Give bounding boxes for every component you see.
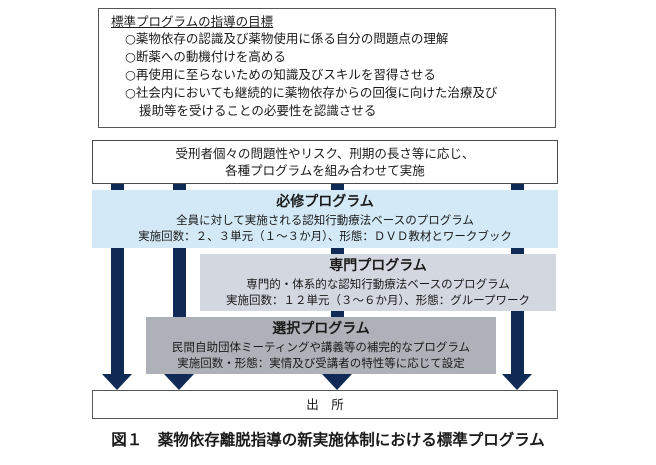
- arrow-4-head-icon: [502, 374, 532, 390]
- intro-line-2: 各種プログラムを組み合わせて実施: [225, 163, 425, 178]
- elective-program-title: 選択プログラム: [272, 321, 370, 337]
- release-box: 出 所: [92, 390, 558, 419]
- elective-program-details: 実施回数・形態：実情及び受講者の特性等に応じて設定: [177, 356, 465, 370]
- required-program-title: 必修プログラム: [276, 194, 374, 210]
- elective-program-box: 選択プログラム 民間自助団体ミーティングや講義等の補完的なプログラム 実施回数・…: [146, 317, 496, 374]
- goal-item: ○社会内においても継続的に薬物依存からの回復に向けた治療及び: [125, 85, 498, 100]
- required-program-box: 必修プログラム 全員に対して実施される認知行動療法ベースのプログラム 実施回数：…: [92, 190, 558, 248]
- required-program-details: 実施回数：２、３単元（１～３か月）、形態：ＤＶＤ教材とワークブック: [138, 229, 512, 243]
- specialized-program-details: 実施回数：１２単元（３～６か月）、形態：グループワーク: [225, 293, 531, 307]
- goal-item-continuation: 援助等を受けることの必要性を認識させる: [139, 103, 377, 118]
- goal-item: ○薬物依存の認識及び薬物使用に係る自分の問題点の理解: [125, 31, 449, 46]
- intro-line-1: 受刑者個々の問題性やリスク、刑期の長さ等に応じ、: [175, 146, 475, 161]
- specialized-program-description: 専門的・体系的な認知行動療法ベースのプログラム: [246, 277, 510, 291]
- elective-program-description: 民間自助団体ミーティングや講義等の補完的なプログラム: [172, 340, 470, 354]
- figure-caption: 図１ 薬物依存離脱指導の新実施体制における標準プログラム: [111, 431, 545, 449]
- arrow-1-head-icon: [102, 374, 132, 390]
- release-label: 出 所: [306, 397, 344, 412]
- goal-item: ○再使用に至らないための知識及びスキルを習得させる: [125, 67, 436, 82]
- goal-item: ○断薬への動機付けを高める: [125, 49, 286, 64]
- specialized-program-box: 専門プログラム 専門的・体系的な認知行動療法ベースのプログラム 実施回数：１２単…: [200, 254, 556, 311]
- required-program-description: 全員に対して実施される認知行動療法ベースのプログラム: [176, 213, 474, 227]
- goals-box: 標準プログラムの指導の目標 ○薬物依存の認識及び薬物使用に係る自分の問題点の理解…: [98, 8, 556, 128]
- intro-box: 受刑者個々の問題性やリスク、刑期の長さ等に応じ、 各種プログラムを組み合わせて実…: [92, 140, 558, 184]
- goals-title: 標準プログラムの指導の目標: [111, 14, 274, 29]
- specialized-program-title: 専門プログラム: [329, 258, 427, 274]
- arrow-3-head-icon: [322, 374, 352, 390]
- arrow-2-head-icon: [164, 374, 194, 390]
